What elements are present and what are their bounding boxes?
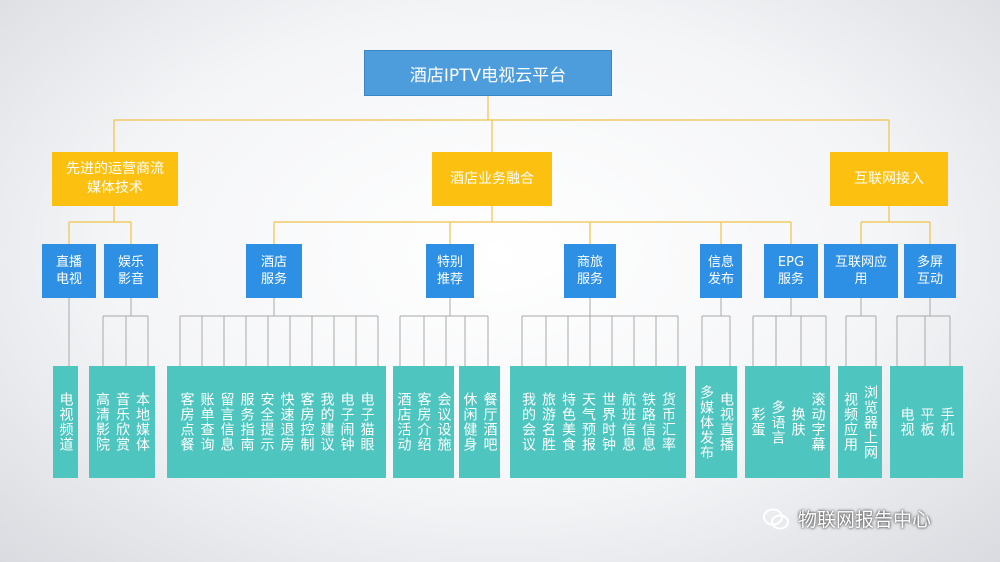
leaf-item: 电视频道 — [57, 392, 74, 452]
node-label: 互联网应用 — [834, 255, 887, 287]
leaf-item: 客房控制 — [298, 392, 315, 452]
node-live-tv: 直播电视 — [42, 244, 96, 298]
leaf-group: 电视平板手机 — [890, 366, 963, 478]
root-label: 酒店IPTV电视云平台 — [409, 65, 567, 86]
leaf-item: 高清影院 — [94, 392, 110, 452]
leaf-item: 本地媒体 — [134, 392, 150, 452]
leaf-item: 电子猫眼 — [358, 392, 375, 452]
node-hotel-service: 酒店服务 — [246, 244, 302, 298]
leaf-group: 彩蛋多语言换肤滚动字幕 — [745, 366, 830, 478]
leaf-item: 滚动字幕 — [809, 392, 826, 452]
wechat-icon — [763, 508, 789, 529]
leaf-item: 客房介绍 — [415, 392, 432, 452]
node-label: EPG服务 — [777, 255, 805, 287]
leaf-group: 电视频道 — [53, 366, 78, 478]
node-special: 特别推荐 — [426, 244, 474, 298]
leaf-item: 电视直播 — [718, 392, 734, 452]
watermark-text: 物联网报告中心 — [798, 509, 932, 531]
node-label: 信息发布 — [707, 255, 734, 287]
leaf-item: 浏览器上网 — [862, 384, 878, 460]
leaf-item: 休闲健身 — [461, 392, 478, 452]
node-label: 酒店业务融合 — [450, 170, 534, 187]
node-internet-access: 互联网接入 — [830, 152, 948, 206]
node-label: 直播电视 — [55, 255, 82, 287]
node-info-publish: 信息发布 — [700, 244, 742, 298]
leaf-item: 多语言 — [769, 399, 786, 445]
leaf-item: 货币汇率 — [660, 392, 676, 452]
leaf-item: 留言信息 — [218, 392, 235, 452]
leaf-item: 世界时钟 — [600, 392, 616, 452]
leaf-item: 账单查询 — [198, 392, 215, 452]
node-label: 多屏互动 — [916, 255, 943, 287]
leaf-item: 快速退房 — [278, 392, 295, 452]
node-label: 娱乐影音 — [117, 255, 144, 287]
leaf-item: 我的建议 — [318, 392, 335, 452]
leaf-item: 航班信息 — [620, 392, 636, 452]
leaf-item: 会议设施 — [435, 392, 452, 452]
leaf-item: 我的会议 — [520, 392, 536, 452]
leaf-item: 音乐欣赏 — [114, 392, 130, 452]
leaf-group: 客房点餐账单查询留言信息服务指南安全提示快速退房客房控制我的建议电子闹钟电子猫眼 — [167, 366, 386, 478]
node-multiscreen: 多屏互动 — [904, 244, 956, 298]
leaf-item: 酒店活动 — [395, 392, 412, 452]
leaf-item: 多媒体发布 — [698, 384, 714, 460]
leaf-item: 天气预报 — [580, 392, 596, 452]
node-streaming-tech: 先进的运营商流媒体技术 — [52, 152, 178, 206]
node-hotel-business: 酒店业务融合 — [432, 152, 552, 206]
leaf-group: 酒店活动客房介绍会议设施 — [393, 366, 454, 478]
watermark: 物联网报告中心 — [762, 505, 931, 532]
node-label: 商旅服务 — [576, 255, 603, 287]
leaf-item: 电子闹钟 — [338, 392, 355, 452]
leaf-item: 餐厅酒吧 — [481, 392, 498, 452]
leaf-item: 电视 — [898, 407, 915, 437]
node-epg: EPG服务 — [764, 244, 818, 298]
node-label: 酒店服务 — [260, 255, 287, 287]
leaf-item: 彩蛋 — [749, 407, 766, 437]
leaf-item: 特色美食 — [560, 392, 576, 452]
node-business-travel: 商旅服务 — [564, 244, 616, 298]
node-internet-app: 互联网应用 — [824, 244, 898, 298]
leaf-item: 视频应用 — [842, 392, 858, 452]
leaf-item: 铁路信息 — [640, 392, 656, 452]
node-label: 互联网接入 — [854, 170, 924, 187]
leaf-item: 服务指南 — [238, 392, 255, 452]
leaf-item: 旅游名胜 — [540, 392, 556, 452]
leaf-item: 平板 — [918, 407, 935, 437]
node-label: 特别推荐 — [436, 255, 463, 287]
root-node: 酒店IPTV电视云平台 — [364, 50, 612, 96]
leaf-group: 我的会议旅游名胜特色美食天气预报世界时钟航班信息铁路信息货币汇率 — [510, 366, 686, 478]
node-entertainment: 娱乐影音 — [104, 244, 158, 298]
node-label: 先进的运营商流媒体技术 — [66, 161, 164, 196]
leaf-group: 视频应用浏览器上网 — [838, 366, 882, 478]
leaf-group: 多媒体发布电视直播 — [695, 366, 737, 478]
leaf-item: 手机 — [938, 407, 955, 437]
leaf-group: 休闲健身餐厅酒吧 — [459, 366, 500, 478]
leaf-item: 换肤 — [789, 407, 806, 437]
leaf-item: 客房点餐 — [178, 392, 195, 452]
leaf-item: 安全提示 — [258, 392, 275, 452]
leaf-group: 高清影院音乐欣赏本地媒体 — [89, 366, 155, 478]
